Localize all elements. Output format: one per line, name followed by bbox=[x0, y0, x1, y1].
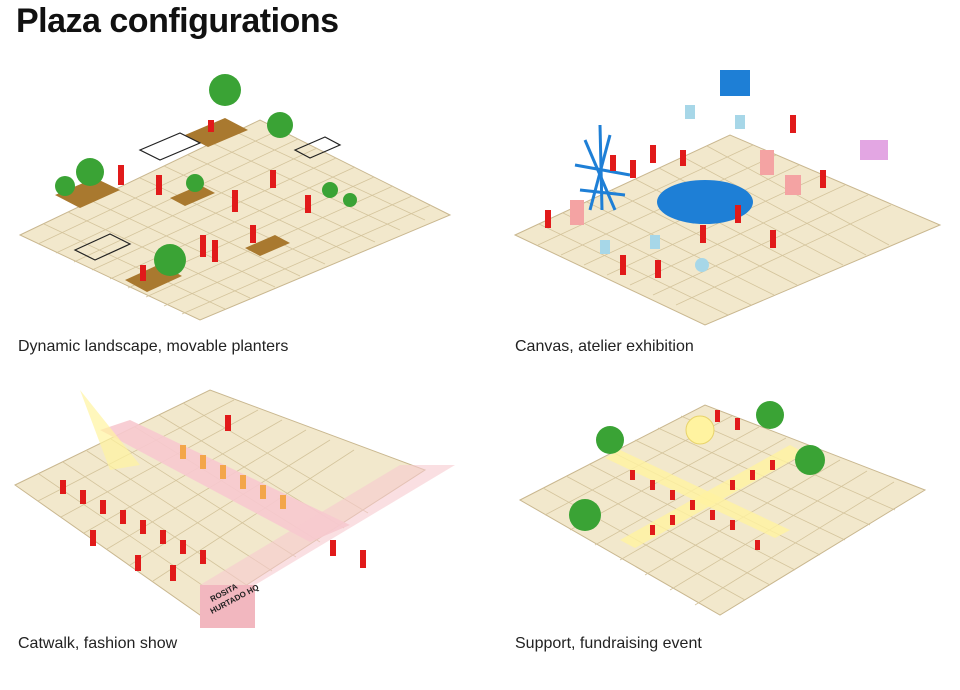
caption-dynamic-landscape: Dynamic landscape, movable planters bbox=[18, 338, 289, 355]
catwalk-runway bbox=[80, 390, 350, 542]
exhibit-objects bbox=[570, 70, 888, 272]
plant-icons bbox=[55, 74, 357, 276]
plant-icons bbox=[569, 401, 825, 531]
audience-icons bbox=[60, 415, 366, 581]
guest-icons bbox=[630, 410, 775, 550]
people-icons bbox=[545, 115, 826, 278]
plaza-diagram-planters bbox=[18, 74, 452, 321]
caption-fundraising-event: Support, fundraising event bbox=[515, 635, 702, 652]
lit-audience-icons bbox=[180, 445, 286, 509]
plaza-diagram-exhibition bbox=[513, 70, 942, 326]
panel-atelier-exhibition: Canvas, atelier exhibition bbox=[490, 50, 960, 370]
people-icons bbox=[118, 120, 311, 281]
panel-dynamic-landscape: Dynamic landscape, movable planters bbox=[0, 50, 470, 370]
panel-fashion-show: ROSITA HURTADO HQ Catwalk, fashion show bbox=[0, 370, 470, 690]
plaza-ground bbox=[513, 134, 942, 326]
hq-building: ROSITA HURTADO HQ bbox=[200, 465, 455, 628]
plaza-diagram-catwalk: ROSITA HURTADO HQ bbox=[14, 389, 455, 628]
caption-atelier-exhibition: Canvas, atelier exhibition bbox=[515, 338, 694, 355]
plaza-diagram-fundraising bbox=[518, 401, 927, 616]
caption-fashion-show: Catwalk, fashion show bbox=[18, 635, 178, 652]
plaza-ground bbox=[18, 119, 452, 321]
event-tables bbox=[605, 415, 805, 548]
panel-fundraising-event: Support, fundraising event bbox=[490, 370, 960, 690]
movable-planters bbox=[55, 118, 342, 292]
page-title: Plaza configurations bbox=[16, 2, 339, 40]
